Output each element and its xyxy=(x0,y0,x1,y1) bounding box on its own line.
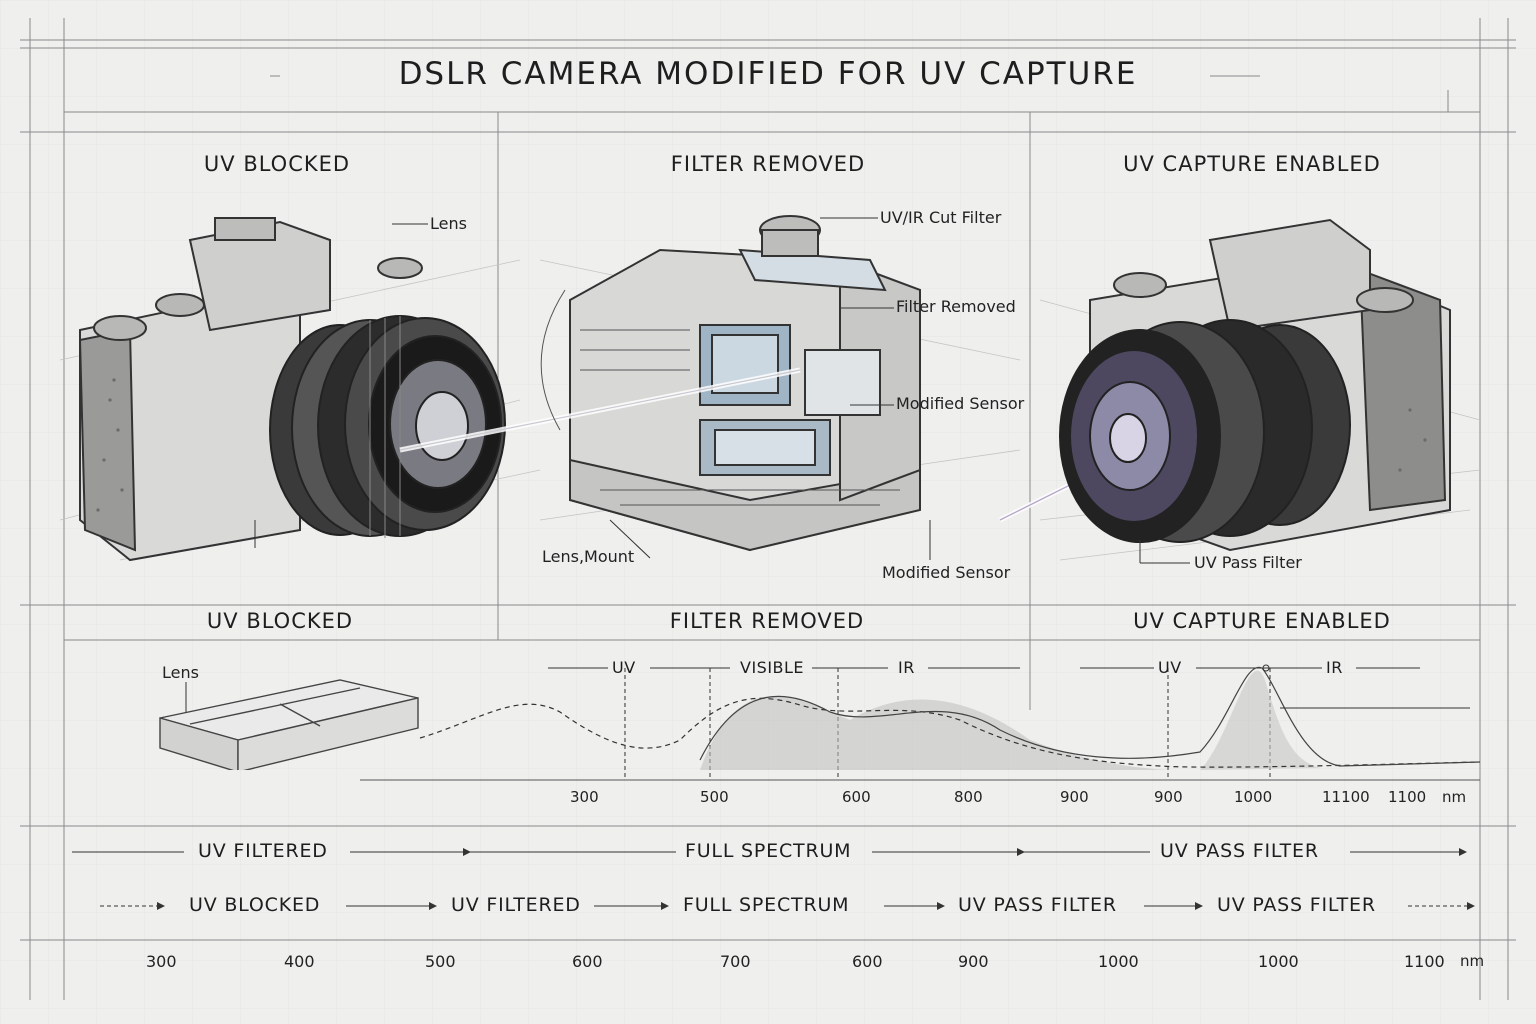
bottom-tick-label: 700 xyxy=(720,952,751,971)
bottom-tick-label: 1000 xyxy=(1258,952,1299,971)
bottom-tick-label: 400 xyxy=(284,952,315,971)
flow-step-uv-filtered: UV FILTERED xyxy=(198,840,328,862)
flow-step-uv-filtered: UV FILTERED xyxy=(451,894,581,916)
flow-step-full-spectrum: FULL SPECTRUM xyxy=(685,840,851,862)
flow-step-uv-blocked: UV BLOCKED xyxy=(189,894,320,916)
bottom-tick-label: 1100 xyxy=(1404,952,1445,971)
bottom-tick-label: 600 xyxy=(852,952,883,971)
bottom-tick-label: 300 xyxy=(146,952,177,971)
bottom-tick-label: 500 xyxy=(425,952,456,971)
flow-step-uv-pass-filter: UV PASS FILTER xyxy=(1217,894,1376,916)
bottom-tick-label: 1000 xyxy=(1098,952,1139,971)
bottom-tick-label: 600 xyxy=(572,952,603,971)
flow-step-full-spectrum: FULL SPECTRUM xyxy=(683,894,849,916)
flow-step-uv-pass-filter: UV PASS FILTER xyxy=(1160,840,1319,862)
bottom-unit-label: nm xyxy=(1460,952,1484,970)
bottom-tick-label: 900 xyxy=(958,952,989,971)
flow-step-uv-pass-filter: UV PASS FILTER xyxy=(958,894,1117,916)
